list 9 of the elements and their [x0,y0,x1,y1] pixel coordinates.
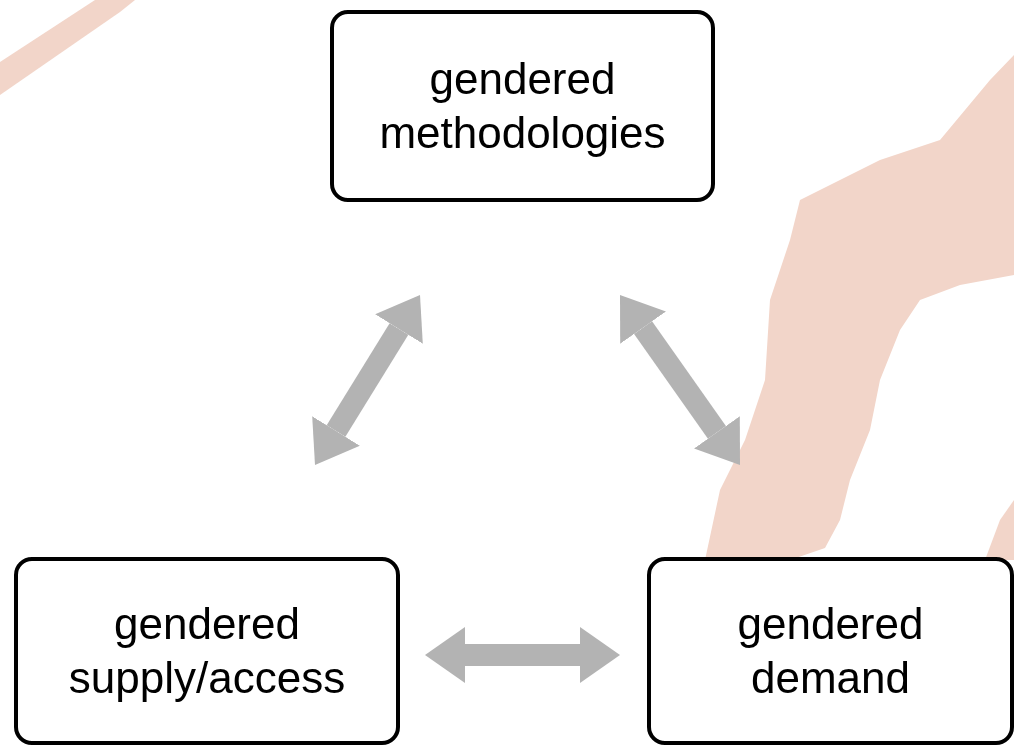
box-label: gendered methodologies [378,53,667,159]
double-arrow [312,295,423,465]
double-arrow [425,627,620,683]
double-arrow [620,295,740,465]
box-label: gendered demand [736,598,925,704]
process-box [330,10,715,202]
box-label: gendered supply/access [67,598,347,704]
process-box [647,557,1014,745]
process-box [14,557,400,745]
